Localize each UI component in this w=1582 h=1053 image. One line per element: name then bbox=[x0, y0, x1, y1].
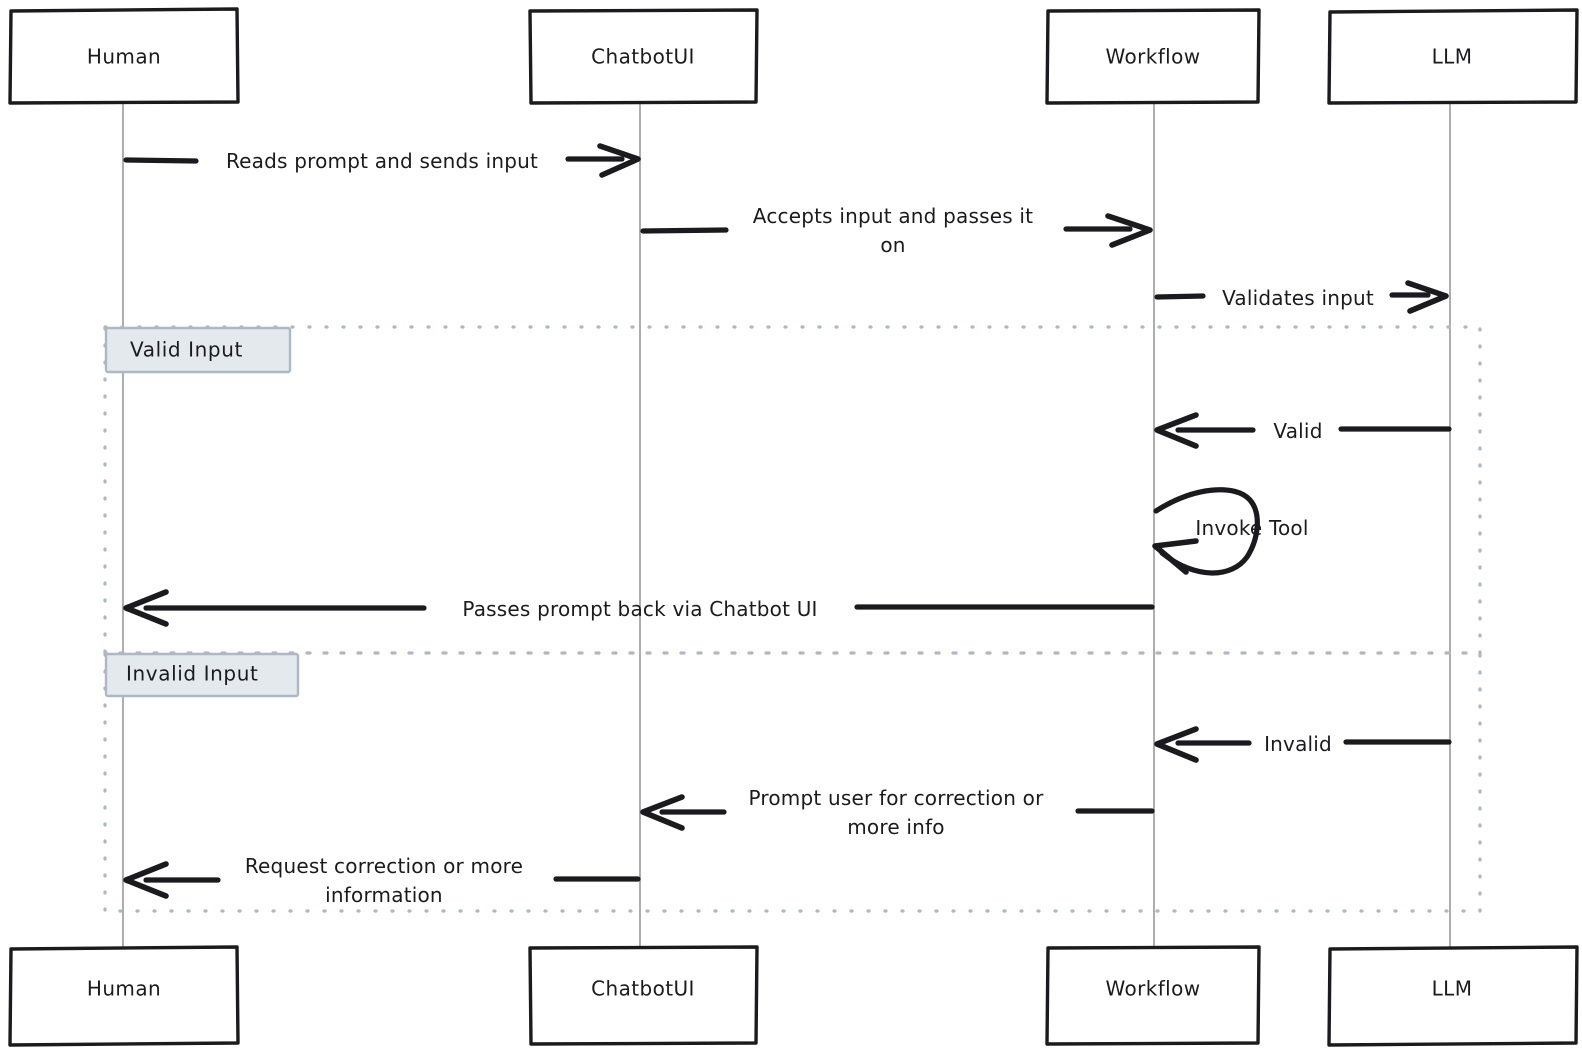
arrowhead-left bbox=[123, 861, 169, 899]
message-label: Invalid bbox=[1264, 732, 1332, 756]
message-label: Validates input bbox=[1222, 286, 1374, 310]
actor-workflow-top[interactable]: Workflow bbox=[1045, 8, 1261, 105]
message-label: Reads prompt and sends input bbox=[226, 149, 538, 173]
arrowhead-left bbox=[1152, 538, 1199, 575]
message-validates-input: Validates input bbox=[1154, 280, 1449, 314]
message-reads-prompt-and-sends-input: Reads prompt and sends input bbox=[123, 143, 641, 178]
message-label: Valid bbox=[1273, 419, 1322, 443]
actor-label: Workflow bbox=[1105, 977, 1200, 1001]
arrowhead-left bbox=[1154, 412, 1199, 449]
frame-valid-border bbox=[103, 325, 1482, 655]
actor-label: LLM bbox=[1432, 977, 1473, 1001]
actor-box bbox=[528, 8, 759, 105]
actor-chatbotui-top[interactable]: ChatbotUI bbox=[528, 8, 759, 105]
actor-workflow-bottom[interactable]: Workflow bbox=[1045, 945, 1261, 1046]
actor-box bbox=[8, 945, 240, 1047]
arrowhead-right bbox=[1105, 213, 1153, 248]
message-invalid: Invalid bbox=[1154, 726, 1452, 763]
actor-box bbox=[1327, 945, 1579, 1047]
message-line bbox=[640, 227, 729, 234]
message-passes-prompt-back-via-chatbot-ui: Passes prompt back via Chatbot UI bbox=[123, 589, 1155, 627]
actor-box bbox=[1045, 945, 1261, 1046]
frame-valid-tag bbox=[104, 326, 292, 374]
actor-human-bottom[interactable]: Human bbox=[8, 945, 240, 1047]
message-line bbox=[1154, 293, 1206, 300]
actor-chatbotui-bottom[interactable]: ChatbotUI bbox=[528, 945, 759, 1046]
message-line bbox=[123, 157, 199, 164]
frame-invalid: Invalid Input bbox=[103, 651, 1482, 913]
actor-label: Workflow bbox=[1105, 45, 1200, 69]
message-invoke-tool: Invoke Tool bbox=[1152, 487, 1308, 576]
message-label: information bbox=[325, 883, 443, 907]
lifelines-group bbox=[122, 104, 1451, 950]
actor-llm-top[interactable]: LLM bbox=[1327, 8, 1579, 105]
message-label: on bbox=[880, 233, 905, 257]
message-label: Request correction or more bbox=[245, 854, 523, 878]
message-label: more info bbox=[847, 815, 944, 839]
frame-valid-label: Valid Input bbox=[130, 338, 243, 362]
actor-label: Human bbox=[87, 977, 161, 1001]
message-label: Passes prompt back via Chatbot UI bbox=[462, 597, 817, 621]
message-label: Invoke Tool bbox=[1195, 516, 1308, 540]
actor-box bbox=[8, 7, 240, 105]
frame-invalid-label: Invalid Input bbox=[126, 662, 258, 686]
frame-invalid-border bbox=[103, 651, 1482, 913]
message-valid: Valid bbox=[1154, 412, 1452, 449]
actor-llm-bottom[interactable]: LLM bbox=[1327, 945, 1579, 1047]
actor-human-top[interactable]: Human bbox=[8, 7, 240, 105]
arrowhead-left bbox=[1154, 726, 1199, 763]
message-request-correction-or-more-information: Request correction or more information bbox=[123, 854, 641, 907]
arrowhead-left bbox=[123, 589, 169, 627]
actor-box bbox=[1045, 8, 1261, 105]
message-label: Prompt user for correction or bbox=[748, 786, 1044, 810]
actor-box bbox=[1327, 8, 1579, 105]
actor-label: ChatbotUI bbox=[591, 45, 695, 69]
message-label: Accepts input and passes it bbox=[753, 204, 1033, 228]
actor-label: ChatbotUI bbox=[591, 977, 695, 1001]
frame-valid: Valid Input bbox=[103, 325, 1482, 655]
message-accepts-input-and-passes-it-on: Accepts input and passes it on bbox=[640, 204, 1153, 257]
frame-invalid-tag bbox=[104, 652, 300, 698]
actor-label: LLM bbox=[1432, 45, 1473, 69]
message-prompt-user-for-correction-or-more-info: Prompt user for correction or more info bbox=[640, 786, 1155, 839]
actor-label: Human bbox=[87, 45, 161, 69]
self-loop-path bbox=[1153, 487, 1260, 576]
arrowhead-right bbox=[1405, 280, 1449, 314]
actor-box bbox=[528, 945, 759, 1046]
arrowhead-right bbox=[597, 143, 641, 178]
arrowhead-left bbox=[640, 794, 685, 831]
